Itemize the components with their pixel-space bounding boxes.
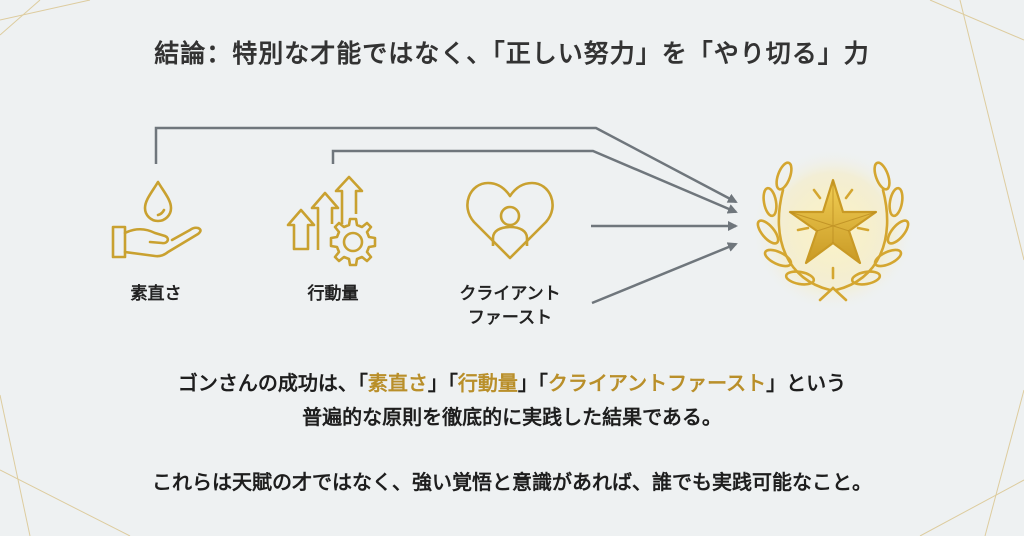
pillar-label-koudouryou: 行動量	[307, 284, 359, 304]
hand-water-drop-icon	[111, 180, 202, 259]
body-line-1: ゴンさんの成功は、「素直さ」「行動量」「クライアントファースト」という	[0, 367, 1024, 396]
arrows-gear-icon	[286, 175, 377, 267]
arrow-client-first-2	[591, 242, 738, 305]
text-segment: 」「	[427, 371, 458, 395]
label-line-2: ファースト	[467, 308, 553, 328]
pillar-label-sunao: 素直さ	[130, 284, 182, 304]
pillar-label-client-first: クライアント ファースト	[430, 282, 590, 330]
laurel-star-icon	[751, 150, 915, 310]
arrow-sunao	[154, 126, 738, 204]
text-segment: 」という	[766, 371, 847, 395]
highlight-client-first: クライアントファースト	[547, 371, 767, 395]
highlight-sunao: 素直さ	[367, 371, 428, 395]
text-segment: 」「	[517, 371, 548, 395]
body-line-2: 普遍的な原則を徹底的に実践した結果である。	[302, 405, 722, 429]
text-segment: ゴンさんの成功は、「	[177, 371, 368, 395]
label-line-1: クライアント	[459, 284, 561, 304]
arrow-koudouryou	[331, 149, 738, 214]
heart-person-icon	[466, 181, 554, 260]
body-line-3: これらは天賦の才ではなく、強い覚悟と意識があれば、誰でも実践可能なこと。	[152, 470, 872, 494]
page-title: 結論：特別な才能ではなく、「正しい努力」を「やり切る」力	[154, 39, 870, 68]
highlight-koudouryou: 行動量	[457, 371, 518, 395]
